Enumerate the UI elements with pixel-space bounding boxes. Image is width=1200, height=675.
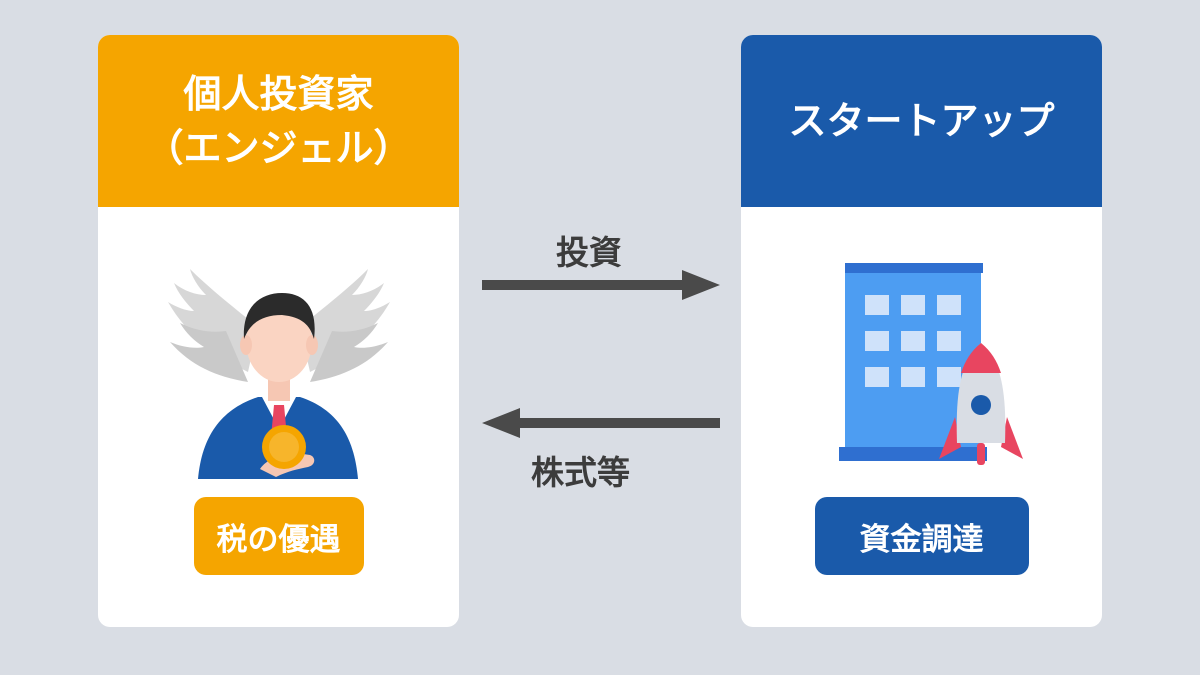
tax-benefit-badge: 税の優遇 xyxy=(193,497,364,575)
funding-badge: 資金調達 xyxy=(814,497,1029,575)
building-icon xyxy=(839,263,987,461)
arrow-left-icon xyxy=(482,408,720,438)
investor-title-line1: 個人投資家 xyxy=(183,72,374,116)
investor-title-line2: （エンジェル） xyxy=(145,126,412,170)
investor-card: 個人投資家 （エンジェル） 税の優遇 xyxy=(98,35,459,627)
shares-label: 株式等 xyxy=(531,453,630,492)
startup-title: スタートアップ xyxy=(788,99,1055,143)
invest-label: 投資 xyxy=(556,233,622,272)
startup-header: スタートアップ xyxy=(741,35,1102,207)
arrow-right-icon xyxy=(482,270,720,300)
investor-header: 個人投資家 （エンジェル） xyxy=(98,35,459,207)
angel-investor-icon xyxy=(168,269,390,479)
startup-card: スタートアップ xyxy=(741,35,1102,627)
startup-illustration xyxy=(839,263,1023,465)
rocket-icon xyxy=(939,343,1023,465)
